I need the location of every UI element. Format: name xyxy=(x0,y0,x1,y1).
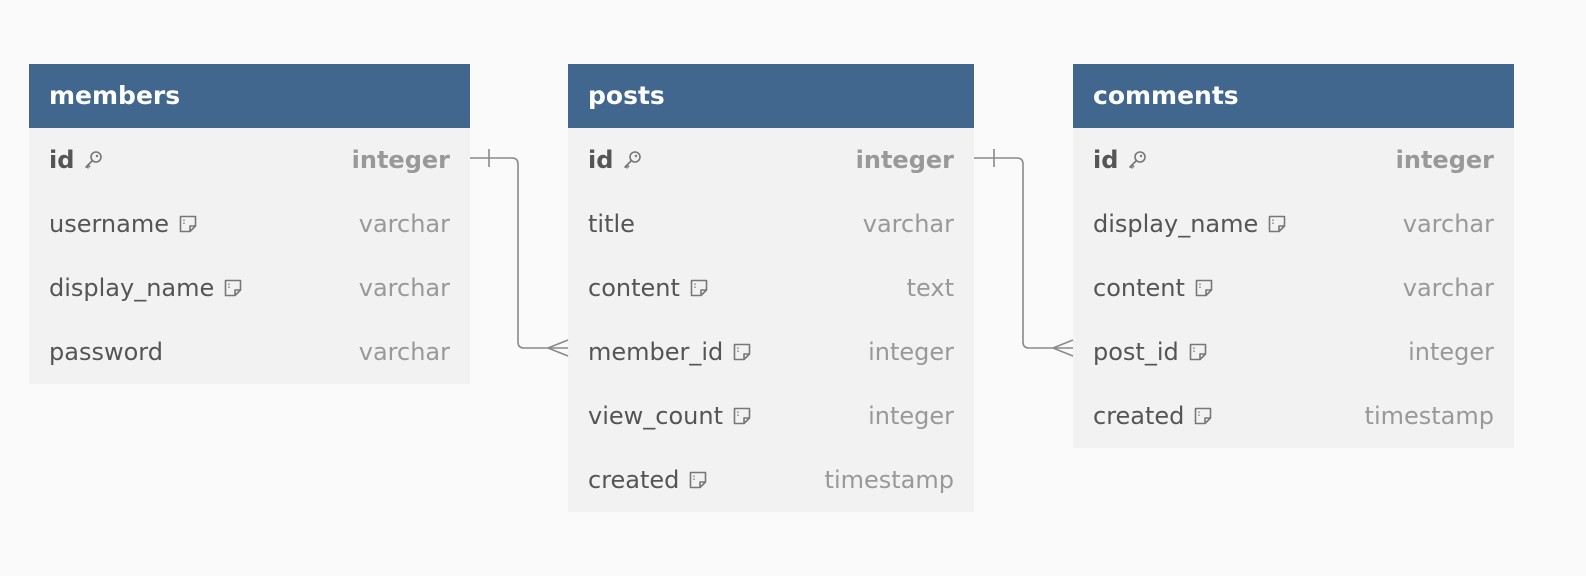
column-type: varchar xyxy=(358,274,450,302)
column-name: password xyxy=(49,338,163,366)
column-name: created xyxy=(1093,402,1185,430)
relation-line xyxy=(470,157,568,349)
table-row[interactable]: id integer xyxy=(568,128,974,192)
column-name: username xyxy=(49,210,169,238)
table-row[interactable]: username varchar xyxy=(29,192,470,256)
column-name-group: member_id xyxy=(588,338,753,366)
table-row[interactable]: member_id integer xyxy=(568,320,974,384)
table-header: posts xyxy=(568,64,974,128)
column-name: content xyxy=(1093,274,1185,302)
table-row[interactable]: view_count integer xyxy=(568,384,974,448)
column-name-group: content xyxy=(1093,274,1215,302)
column-type: text xyxy=(906,274,954,302)
relation-posts-comments[interactable] xyxy=(974,149,1074,357)
column-name-group: created xyxy=(588,466,709,494)
column-type: integer xyxy=(868,338,954,366)
column-name: display_name xyxy=(1093,210,1259,238)
column-type: integer xyxy=(1408,338,1494,366)
column-name-group: username xyxy=(49,210,199,238)
column-name-group: display_name xyxy=(1093,210,1288,238)
key-icon xyxy=(621,149,643,171)
column-name: title xyxy=(588,210,635,238)
table-row[interactable]: password varchar xyxy=(29,320,470,384)
column-type: varchar xyxy=(1402,210,1494,238)
column-name-group: password xyxy=(49,338,163,366)
column-type: varchar xyxy=(862,210,954,238)
note-icon xyxy=(731,405,753,427)
column-name: created xyxy=(588,466,680,494)
key-icon xyxy=(1126,149,1148,171)
column-name: id xyxy=(588,146,614,174)
column-name-group: post_id xyxy=(1093,338,1209,366)
table-row[interactable]: id integer xyxy=(1073,128,1514,192)
note-icon xyxy=(687,469,709,491)
column-name-group: created xyxy=(1093,402,1214,430)
column-name-group: id xyxy=(49,146,104,174)
table-row[interactable]: post_id integer xyxy=(1073,320,1514,384)
table-header: comments xyxy=(1073,64,1514,128)
note-icon xyxy=(1193,277,1215,299)
note-icon xyxy=(1266,213,1288,235)
table-row[interactable]: created timestamp xyxy=(1073,384,1514,448)
column-type: varchar xyxy=(1402,274,1494,302)
relation-members-posts[interactable] xyxy=(470,149,569,357)
column-type: integer xyxy=(1395,146,1494,174)
relation-line xyxy=(974,157,1073,349)
note-icon xyxy=(1187,341,1209,363)
column-name-group: title xyxy=(588,210,635,238)
many-marker xyxy=(547,339,569,357)
column-type: timestamp xyxy=(824,466,954,494)
column-name: content xyxy=(588,274,680,302)
table-posts[interactable]: posts id integer title varchar content text me… xyxy=(568,64,974,512)
column-name: display_name xyxy=(49,274,215,302)
table-row[interactable]: id integer xyxy=(29,128,470,192)
column-name: id xyxy=(49,146,75,174)
note-icon xyxy=(731,341,753,363)
column-name-group: display_name xyxy=(49,274,244,302)
note-icon xyxy=(688,277,710,299)
column-name-group: id xyxy=(1093,146,1148,174)
table-row[interactable]: created timestamp xyxy=(568,448,974,512)
table-row[interactable]: title varchar xyxy=(568,192,974,256)
column-name-group: content xyxy=(588,274,710,302)
key-icon xyxy=(82,149,104,171)
table-header: members xyxy=(29,64,470,128)
column-name-group: id xyxy=(588,146,643,174)
note-icon xyxy=(177,213,199,235)
column-name: view_count xyxy=(588,402,723,430)
column-type: varchar xyxy=(358,210,450,238)
column-type: integer xyxy=(855,146,954,174)
column-name-group: view_count xyxy=(588,402,753,430)
column-type: integer xyxy=(868,402,954,430)
column-name: post_id xyxy=(1093,338,1179,366)
table-row[interactable]: content text xyxy=(568,256,974,320)
table-row[interactable]: display_name varchar xyxy=(1073,192,1514,256)
column-name: member_id xyxy=(588,338,724,366)
column-type: timestamp xyxy=(1364,402,1494,430)
many-marker xyxy=(1052,339,1074,357)
table-row[interactable]: content varchar xyxy=(1073,256,1514,320)
column-type: varchar xyxy=(358,338,450,366)
table-row[interactable]: display_name varchar xyxy=(29,256,470,320)
column-type: integer xyxy=(351,146,450,174)
column-name: id xyxy=(1093,146,1119,174)
note-icon xyxy=(222,277,244,299)
note-icon xyxy=(1192,405,1214,427)
